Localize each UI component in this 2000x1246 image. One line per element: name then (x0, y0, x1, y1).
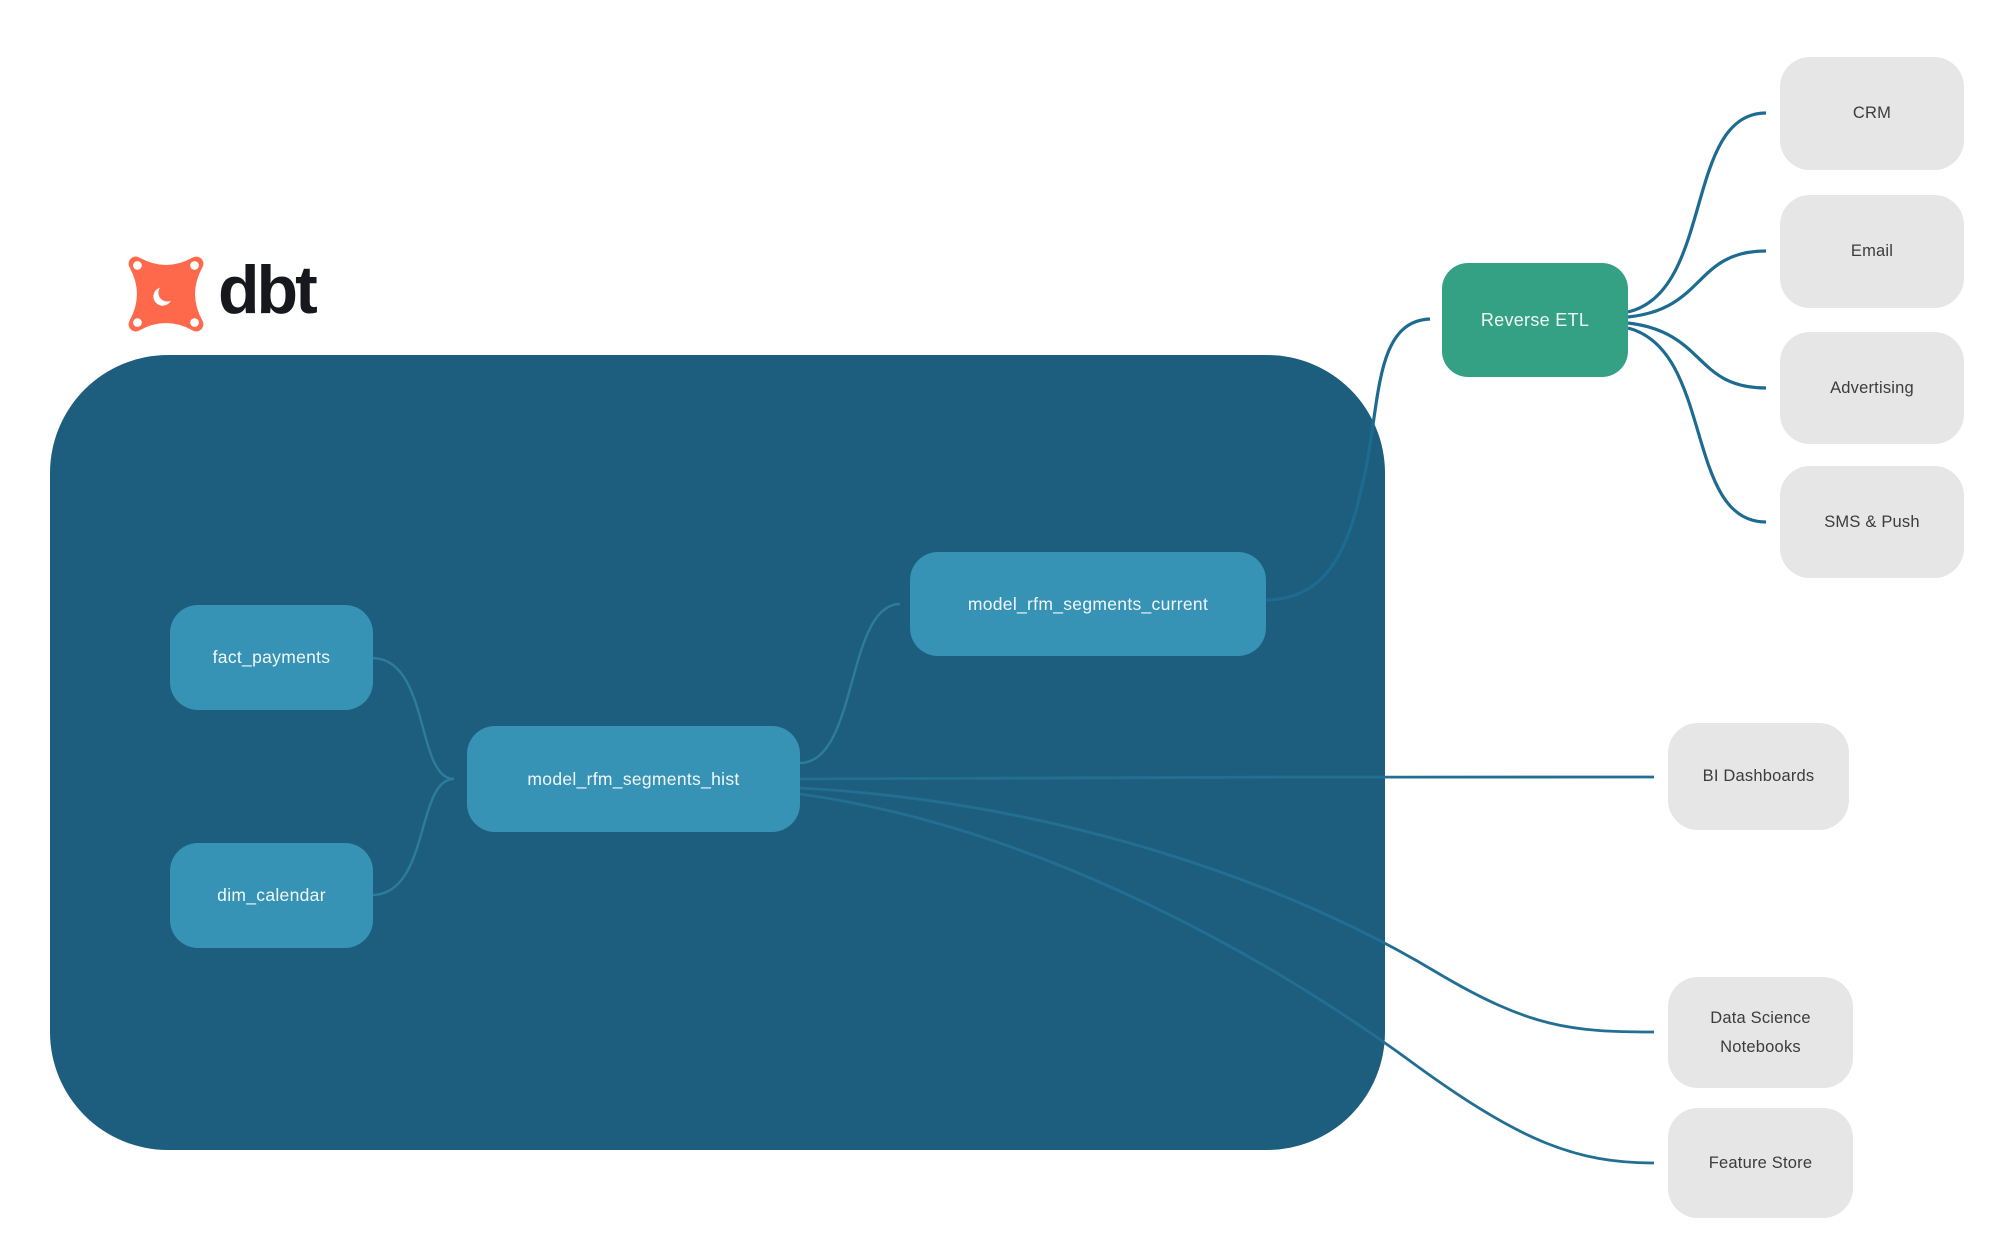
node-advertising: Advertising (1780, 332, 1964, 444)
dbt-star-icon (128, 256, 204, 332)
node-fact-payments: fact_payments (170, 605, 373, 710)
node-dim-calendar: dim_calendar (170, 843, 373, 948)
node-sms-push: SMS & Push (1780, 466, 1964, 578)
node-data-science-notebooks: Data Science Notebooks (1668, 977, 1853, 1088)
node-model-rfm-segments-hist: model_rfm_segments_hist (467, 726, 800, 832)
node-crm: CRM (1780, 57, 1964, 170)
dbt-wordmark: dbt (218, 252, 318, 328)
node-model-rfm-segments-current: model_rfm_segments_current (910, 552, 1266, 656)
edge-reverse-etl-to-crm (1627, 111, 1767, 314)
node-feature-store: Feature Store (1668, 1108, 1853, 1218)
node-reverse-etl: Reverse ETL (1442, 263, 1628, 377)
edge-reverse-etl-to-sms-push (1627, 326, 1767, 524)
dbt-logo: dbt (124, 252, 318, 336)
edge-reverse-etl-to-email (1627, 249, 1767, 319)
node-bi-dashboards: BI Dashboards (1668, 723, 1849, 830)
node-email: Email (1780, 195, 1964, 308)
edge-reverse-etl-to-sms-advertising (1627, 321, 1767, 390)
